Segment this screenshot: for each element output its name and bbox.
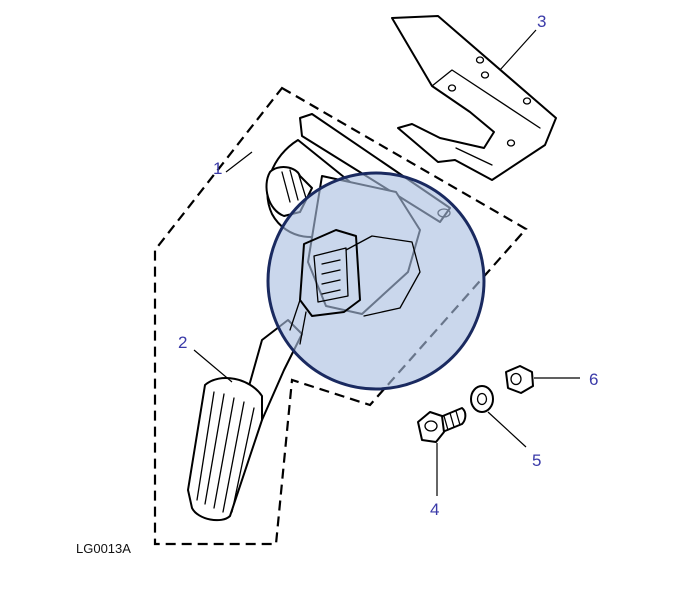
mounting-bracket [391,15,557,181]
callout-2: 2 [178,333,187,352]
leader-lines [193,29,580,496]
callout-3: 3 [537,12,546,31]
washer [470,385,494,413]
sensor-connector [289,229,421,345]
reference-code: LG0013A [76,541,131,556]
bolt [417,407,467,443]
callout-4: 4 [430,500,439,519]
callout-6: 6 [589,370,598,389]
pedal-pad [187,377,263,522]
callout-5: 5 [532,451,541,470]
nut [505,365,534,394]
sensor-highlight [266,171,486,391]
callout-1: 1 [213,159,222,178]
assembly-boundary [153,86,528,546]
